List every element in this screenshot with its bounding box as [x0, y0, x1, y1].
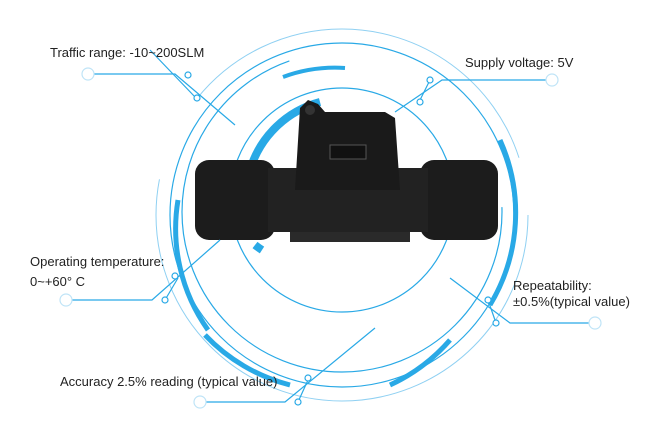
- repeatability-value: ±0.5%(typical value): [513, 294, 630, 309]
- operating-temperature-label: Operating temperature:: [30, 254, 165, 269]
- connector: [329, 144, 367, 160]
- thick-arc-right: [487, 138, 519, 307]
- thick-arc-bottom-left: [203, 333, 291, 388]
- outer-ring: [155, 28, 529, 402]
- sensor-body: [195, 100, 498, 242]
- left-tube: [195, 160, 275, 240]
- traffic-range-label: Traffic range: -10~200SLM: [50, 45, 205, 60]
- thick-arc-top: [282, 65, 346, 79]
- callout-nodes: [59, 67, 602, 409]
- rings: [155, 28, 529, 402]
- operating-temperature-value: 0~+60° C: [30, 274, 86, 289]
- accuracy-label: Accuracy 2.5% reading (typical value): [60, 374, 278, 389]
- callout-leaders: [71, 49, 590, 403]
- supply-voltage-label: Supply voltage: 5V: [465, 55, 574, 70]
- repeatability-label: Repeatability:: [513, 278, 592, 293]
- base-plate: [290, 232, 410, 242]
- thick-arc-bottom-right: [388, 338, 452, 388]
- mount-hole: [305, 105, 315, 115]
- thick-arc-left: [173, 199, 211, 332]
- ring-3: [181, 51, 503, 373]
- right-tube: [420, 160, 498, 240]
- thick-arc-inner-2: [252, 241, 265, 254]
